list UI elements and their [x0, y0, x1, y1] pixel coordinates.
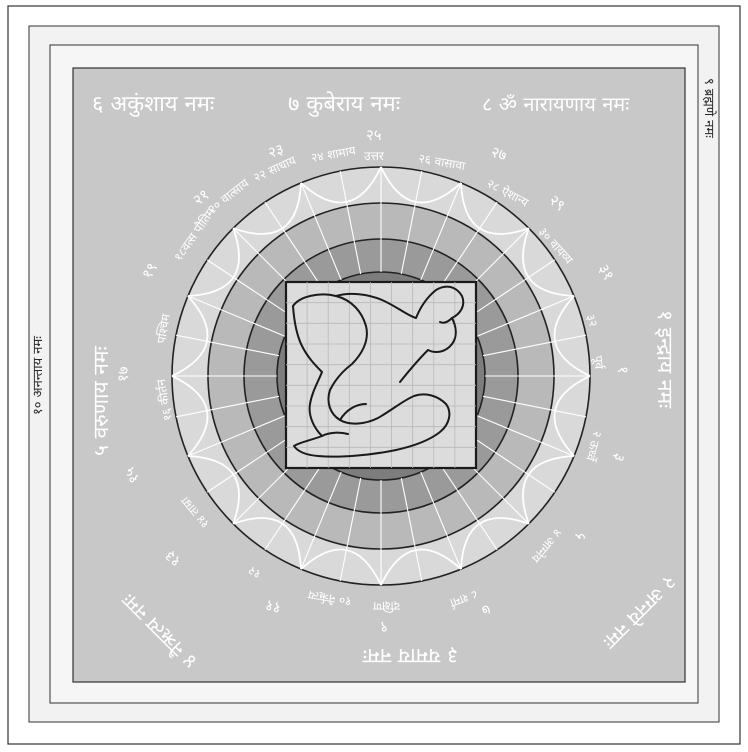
frame-label-right: ९ ब्रह्मणे नमः: [701, 78, 717, 138]
ring-number: १७: [114, 366, 132, 382]
ring-label: दक्षिण: [373, 599, 400, 613]
ring-label: उत्तर: [364, 149, 385, 163]
ring-label: पूर्व: [590, 355, 606, 371]
center-square: [286, 282, 476, 468]
ring-number: १: [614, 366, 632, 374]
center-square-frame: [286, 282, 476, 468]
dir-northeast: ८ ॐ नारायणाय नमः: [482, 92, 630, 116]
dir-east: १ इन्द्राय नमः: [653, 310, 677, 409]
dir-northwest: ६ अकुंशाय नमः: [92, 92, 215, 117]
ring-number: २५: [366, 126, 382, 144]
frame-label-left: १० अनन्ताय नमः: [31, 336, 46, 415]
dir-south: ३ यमाय नमः: [362, 644, 458, 668]
dir-north: ७ कुबेराय नमः: [288, 91, 401, 117]
ring-number: ९: [380, 618, 388, 636]
dir-west: ५ वरुणाय नमः: [89, 345, 113, 456]
